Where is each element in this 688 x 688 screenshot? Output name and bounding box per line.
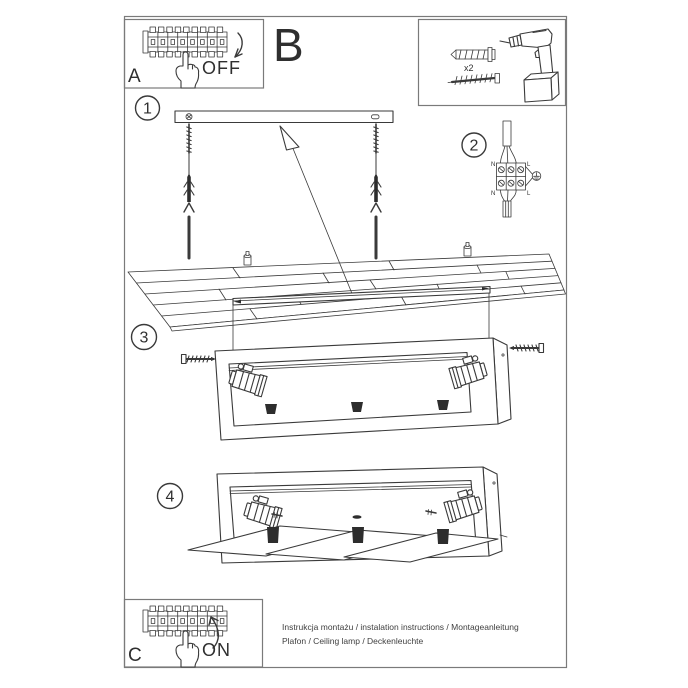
terminal-label-l-bottom: L bbox=[527, 191, 531, 197]
terminal-label-l-top: L bbox=[527, 162, 531, 168]
step-4: 4 bbox=[156, 466, 508, 564]
bar-slot-hole bbox=[371, 114, 380, 120]
on-label: ON bbox=[202, 640, 231, 660]
step-4-badge: 4 bbox=[156, 482, 184, 510]
page-border bbox=[123, 15, 568, 669]
screw-anchor-up-arrow-icon bbox=[182, 122, 196, 260]
screw-icon bbox=[447, 73, 500, 85]
step-1: 1 bbox=[134, 95, 394, 260]
fixing-cap-icon bbox=[243, 251, 252, 266]
terminal-label-n-bottom: N bbox=[491, 191, 495, 197]
ceiling-panel bbox=[127, 253, 566, 332]
svg-text:3: 3 bbox=[140, 330, 149, 347]
footer-line-1: Instrukcja montażu / instalation instruc… bbox=[282, 622, 519, 632]
frame-peg bbox=[437, 529, 449, 544]
step-1-badge: 1 bbox=[134, 95, 161, 121]
glass-panel bbox=[343, 532, 499, 563]
mounting-bar-installed bbox=[232, 285, 491, 306]
mounting-bracket-bar bbox=[174, 110, 394, 124]
bar-screw-head bbox=[185, 113, 193, 121]
step-3: 3 bbox=[127, 125, 566, 441]
side-screw-icon bbox=[180, 353, 217, 365]
box-c-label: C bbox=[128, 645, 142, 666]
svg-text:2: 2 bbox=[470, 138, 479, 155]
arrow-down-icon bbox=[234, 32, 243, 58]
supply-cable bbox=[500, 120, 517, 164]
anchors-quantity-label: x2 bbox=[464, 63, 474, 73]
footer-line-2: Plafon / Ceiling lamp / Deckenleuchte bbox=[282, 636, 424, 646]
frame-peg bbox=[352, 527, 364, 543]
adjust-stud-icon bbox=[271, 512, 283, 519]
lamp-cable bbox=[500, 189, 517, 218]
off-label: OFF bbox=[202, 58, 241, 78]
adjust-stud-icon bbox=[425, 509, 437, 516]
frame-peg bbox=[351, 402, 363, 412]
pointing-hand-icon bbox=[175, 51, 200, 89]
frame-peg bbox=[437, 400, 449, 410]
side-screw-icon bbox=[508, 342, 545, 354]
step-2: 2 N L N L bbox=[461, 120, 542, 218]
power-on-box: C ON bbox=[123, 598, 264, 668]
pointer-arrow-icon bbox=[279, 125, 354, 297]
terminal-block bbox=[496, 162, 526, 191]
pointing-hand-icon bbox=[175, 630, 200, 668]
lamp-frame bbox=[214, 337, 512, 441]
earth-ground-icon bbox=[525, 166, 542, 187]
wall-plug-icon bbox=[450, 47, 496, 62]
fixing-cap-icon bbox=[463, 242, 472, 257]
svg-text:1: 1 bbox=[143, 101, 152, 118]
frame-peg bbox=[265, 404, 277, 414]
svg-text:4: 4 bbox=[166, 489, 175, 506]
center-knob bbox=[352, 515, 362, 519]
drill-icon bbox=[499, 28, 560, 103]
screw-anchor-up-arrow-icon bbox=[369, 122, 383, 260]
section-b-label: B bbox=[273, 19, 304, 71]
step-3-badge: 3 bbox=[130, 323, 158, 351]
step-2-badge: 2 bbox=[461, 132, 487, 158]
box-a-label: A bbox=[128, 66, 141, 87]
frame-peg bbox=[267, 527, 279, 543]
arrow-up-icon bbox=[208, 616, 220, 649]
terminal-label-n-top: N bbox=[491, 162, 495, 168]
power-off-box: A OFF bbox=[123, 18, 265, 89]
tools-box: x2 bbox=[417, 18, 567, 107]
